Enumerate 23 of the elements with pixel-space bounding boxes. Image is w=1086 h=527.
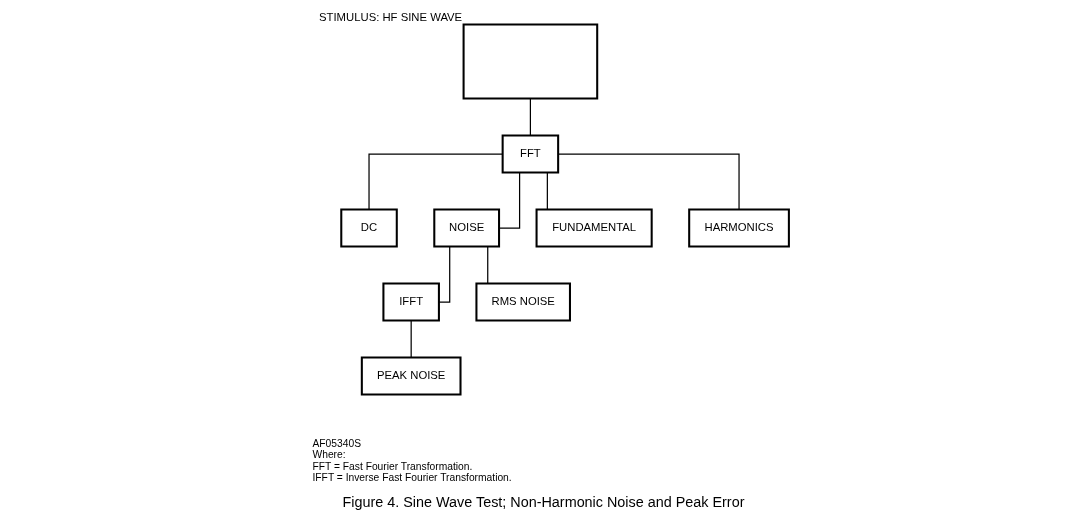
node-box: PEAK NOISE: [360, 356, 462, 396]
connector: [546, 172, 548, 210]
node-box: FUNDAMENTAL: [535, 208, 653, 248]
label: IFFT = Inverse Fast Fourier Transformation.: [312, 471, 512, 483]
label: FFT = Fast Fourier Transformation.: [312, 460, 472, 472]
node-box: [462, 23, 598, 100]
connector: [367, 153, 503, 210]
connector: [498, 172, 520, 229]
label: AF05340S: [312, 437, 361, 449]
node-box: DC: [339, 208, 398, 248]
node-box: RMS NOISE: [474, 282, 571, 322]
connector: [410, 320, 412, 358]
connector: [557, 153, 740, 210]
label: Where:: [312, 449, 346, 461]
caption: Figure 4. Sine Wave Test; Non-Harmonic Noise and Peak Error: [342, 493, 744, 510]
node-label: STIMULUS: HF SINE WAVE: [318, 11, 462, 24]
node-box: FFT: [501, 134, 559, 174]
node-box: NOISE: [432, 208, 500, 248]
node-box: IFFT: [381, 282, 440, 322]
connector: [486, 246, 488, 284]
node-box: HARMONICS: [687, 208, 790, 248]
connector: [529, 98, 531, 137]
connector: [438, 246, 450, 303]
